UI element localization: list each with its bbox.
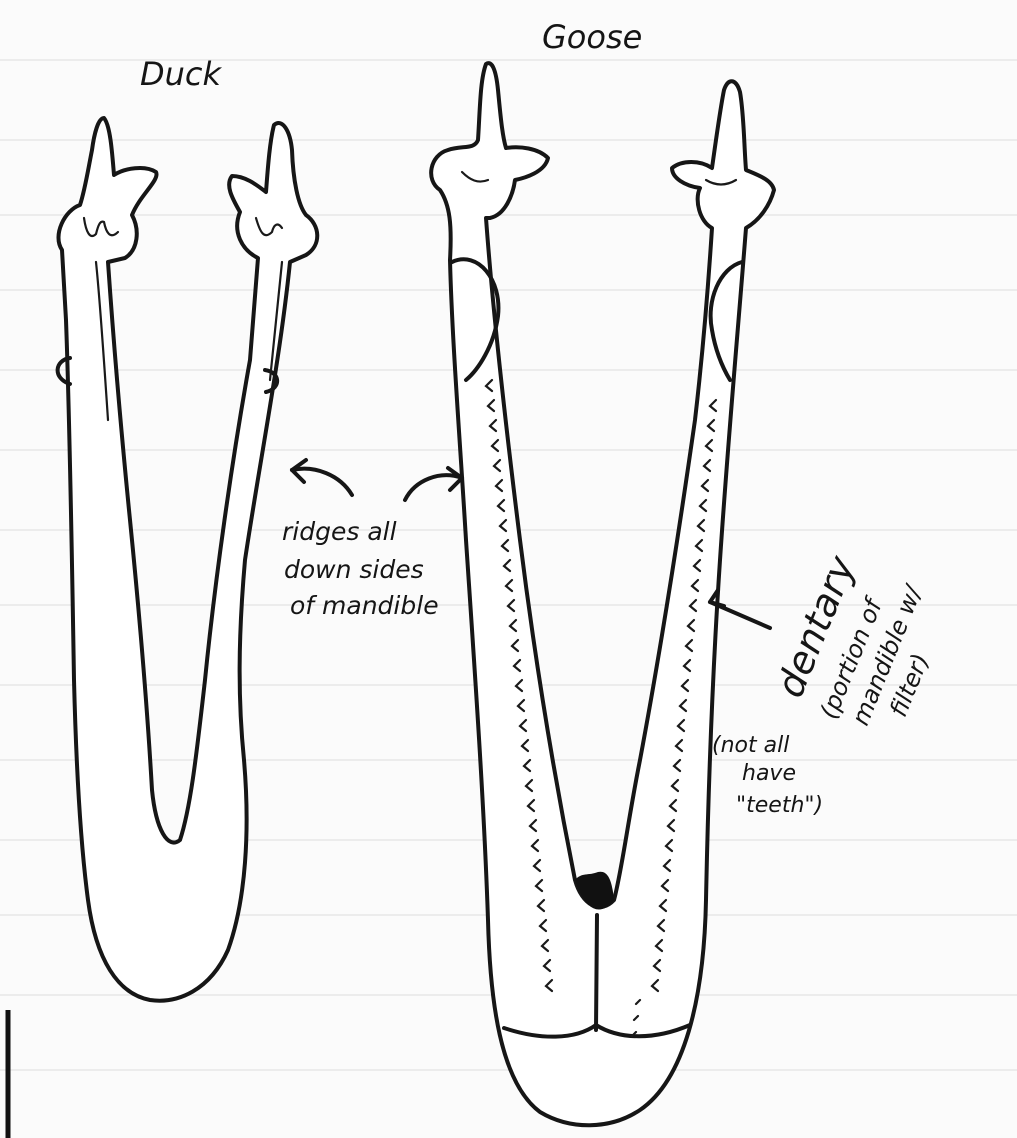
- ridges-note-line-1: ridges all: [282, 517, 397, 546]
- teeth-note-line-3: "teeth"): [736, 793, 823, 818]
- ridges-note-line-3: of mandible: [290, 591, 439, 620]
- ridges-note-line-2: down sides: [284, 555, 424, 584]
- arrow-to-duck-head: [292, 460, 306, 482]
- duck-title: Duck: [140, 55, 223, 93]
- ridges-arrows: [292, 460, 462, 500]
- arrow-to-duck-shaft: [292, 469, 352, 495]
- duck-mandible-outline: [58, 118, 317, 1001]
- teeth-note: (not all have "teeth"): [712, 733, 823, 818]
- goose-mandible-outline: [431, 63, 774, 1125]
- teeth-note-line-2: have: [742, 761, 796, 786]
- goose-midline: [596, 915, 597, 1030]
- goose-mandible: [431, 63, 774, 1125]
- duck-mandible: [58, 118, 318, 1001]
- teeth-note-line-1: (not all: [712, 733, 789, 758]
- goose-title: Goose: [542, 18, 642, 56]
- dentary-note: dentary (portion of mandible w/ filter): [765, 548, 958, 747]
- ridges-note: ridges all down sides of mandible: [282, 517, 439, 620]
